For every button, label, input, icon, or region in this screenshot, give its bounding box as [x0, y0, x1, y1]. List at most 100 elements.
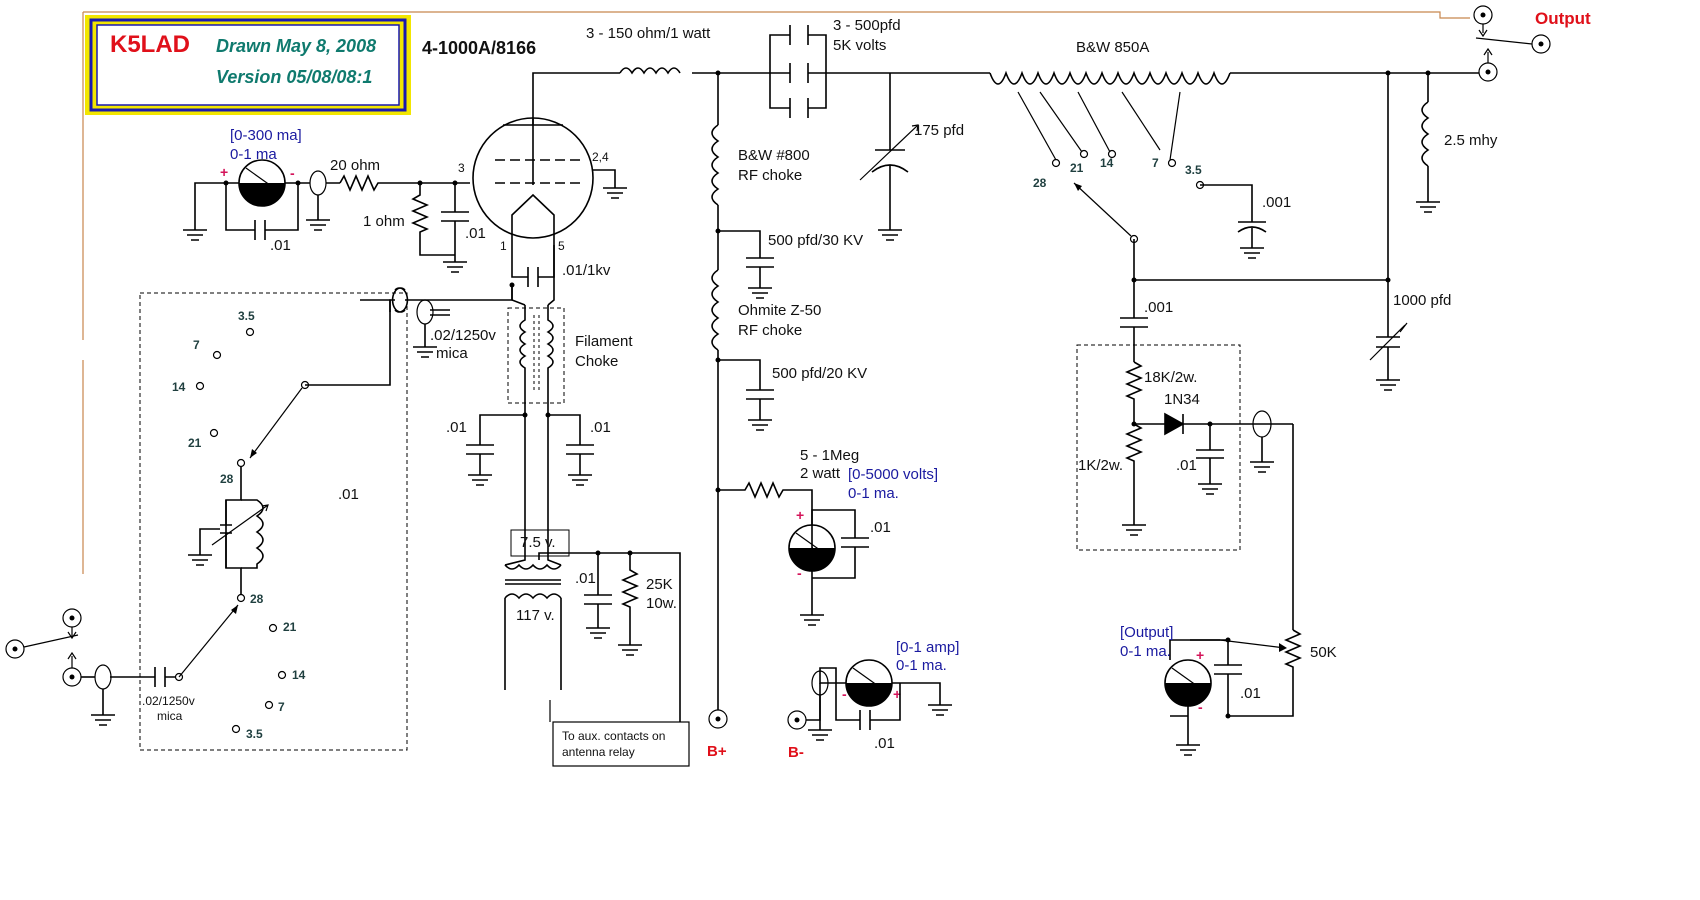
fil-cap-label: .01/1kv — [562, 262, 611, 279]
pot-label: 50K — [1310, 644, 1337, 661]
in-cap-b-label-1: .02/1250v — [142, 694, 195, 708]
svg-text:28: 28 — [220, 472, 234, 486]
plate-resistor-label: 3 - 150 ohm/1 watt — [586, 25, 711, 42]
output-meter: +- — [1164, 647, 1212, 715]
output-rf-choke — [1421, 101, 1430, 167]
bleeder-resistor — [618, 553, 642, 656]
pin5-label: 5 — [558, 239, 565, 253]
r1k-label: 1K/2w. — [1078, 457, 1123, 474]
grid-resistor-1 — [410, 183, 455, 256]
svg-text:21: 21 — [1070, 161, 1084, 175]
output-connector — [1473, 5, 1551, 82]
cap20kv-label: 500 pfd/20 KV — [772, 365, 867, 382]
drawn-date: Drawn May 8, 2008 — [216, 36, 376, 56]
svg-text:14: 14 — [172, 380, 186, 394]
hv-meter-capacitor — [800, 509, 869, 626]
diode-label: 1N34 — [1164, 391, 1200, 408]
filament-bypass-right — [548, 414, 594, 486]
bleed-label-2: 10w. — [646, 595, 677, 612]
in-cap-b-label-2: mica — [157, 709, 183, 723]
detector-capacitor — [1196, 424, 1224, 495]
out-meter-cap-label: .01 — [1240, 685, 1261, 702]
coupling-cap-label-2: 5K volts — [833, 37, 886, 54]
grid-meter-label-2: 0-1 ma — [230, 146, 277, 163]
hv-meter-label-2: 0-1 ma. — [848, 485, 899, 502]
b-minus-terminal — [787, 710, 807, 730]
pot-50k — [1228, 629, 1303, 717]
hv-meter-label-1: [0-5000 volts] — [848, 466, 938, 483]
svg-text:+: + — [220, 164, 228, 180]
svg-text:21: 21 — [188, 436, 202, 450]
cap30kv-label: 500 pfd/30 KV — [768, 232, 863, 249]
plate-wire — [532, 72, 620, 185]
grid-meter-label-1: [0-300 ma] — [230, 127, 302, 144]
bleed-label-1: 25K — [646, 576, 673, 593]
fil-bypass-r-label: .01 — [590, 419, 611, 436]
choke-z50-label-1: Ohmite Z-50 — [738, 302, 821, 319]
svg-text:-: - — [842, 686, 847, 702]
svg-text:14: 14 — [1100, 156, 1114, 170]
plate-parasitic-coil — [619, 67, 681, 75]
det-cap-label: .01 — [1176, 457, 1197, 474]
amp-meter-label-1: [0-1 amp] — [896, 639, 959, 656]
ct-bypass-capacitor — [584, 553, 612, 639]
aux-label-1: To aux. contacts on — [562, 729, 665, 743]
grid-meter-capacitor — [225, 183, 299, 231]
aux-contacts-box — [552, 721, 690, 767]
svg-text:+: + — [796, 507, 804, 523]
grid-cap-label: .01 — [465, 225, 486, 242]
xfmr-pri-label: 117 v. — [516, 607, 555, 624]
tune-capacitor — [859, 73, 919, 241]
b-minus-label: B- — [788, 744, 804, 761]
r18k-label: 18K/2w. — [1144, 369, 1197, 386]
aux-label-2: antenna relay — [562, 745, 635, 759]
hv-multiplier-resistor — [718, 480, 813, 549]
filament-transformer — [504, 529, 570, 690]
band-35-capacitor — [1200, 184, 1267, 259]
input-band-switch-top: 3.5 7 14 21 28 — [172, 309, 255, 486]
callsign: K5LAD — [110, 31, 190, 58]
in-cap-label-2: mica — [436, 345, 468, 362]
output-choke-label: 2.5 mhy — [1444, 132, 1498, 149]
svg-text:+: + — [1196, 647, 1204, 663]
plate-rf-choke-800 — [711, 124, 720, 206]
tune-cap-label: 175 pfd — [914, 122, 964, 139]
amp-meter-cap-label: .01 — [874, 735, 895, 752]
input-connector — [5, 608, 95, 687]
filament-choke-box — [507, 307, 565, 404]
fil-bypass-l-label: .01 — [446, 419, 467, 436]
input-tuning-cap — [220, 500, 232, 568]
tube-type: 4-1000A/8166 — [422, 38, 536, 58]
xfmr-sec-label: 7.5 v. — [520, 534, 556, 551]
tank-coil — [989, 70, 1231, 85]
pin24-label: 2,4 — [592, 150, 609, 164]
hv-cap-label: .01 — [870, 519, 891, 536]
out-meter-label-1: [Output] — [1120, 624, 1173, 641]
tube-4-1000a — [472, 117, 594, 245]
xfmr-cap-label: .01 — [575, 570, 596, 587]
b-plus-terminal — [708, 709, 728, 729]
input-band-switch-bottom: 28 21 14 7 3.5 — [231, 592, 306, 741]
load-cap-label: 1000 pfd — [1393, 292, 1451, 309]
grid-meter-cap-label: .01 — [270, 237, 291, 254]
b-plus-label: B+ — [707, 743, 727, 760]
filament-choke-l — [519, 305, 527, 415]
filament-choke-r — [546, 305, 554, 415]
svg-text:3.5: 3.5 — [238, 309, 255, 323]
svg-text:7: 7 — [1152, 156, 1159, 170]
sample-capacitor — [1120, 280, 1148, 362]
amp-meter-label-2: 0-1 ma. — [896, 657, 947, 674]
grid-resistor-20 — [339, 173, 400, 193]
screen-ground — [593, 169, 627, 199]
input-network-box — [139, 292, 408, 751]
hv-res-label-1: 5 - 1Meg — [800, 447, 859, 464]
in-cap-label-1: .02/1250v — [430, 327, 496, 344]
bypass-cap-20kv — [718, 359, 774, 431]
resistor-1k — [1122, 423, 1146, 536]
svg-text:7: 7 — [193, 338, 200, 352]
svg-text:14: 14 — [292, 668, 306, 682]
pin3-label: 3 — [458, 161, 465, 175]
input-coupling-capacitor — [110, 667, 175, 687]
choke800-label-2: RF choke — [738, 167, 802, 184]
